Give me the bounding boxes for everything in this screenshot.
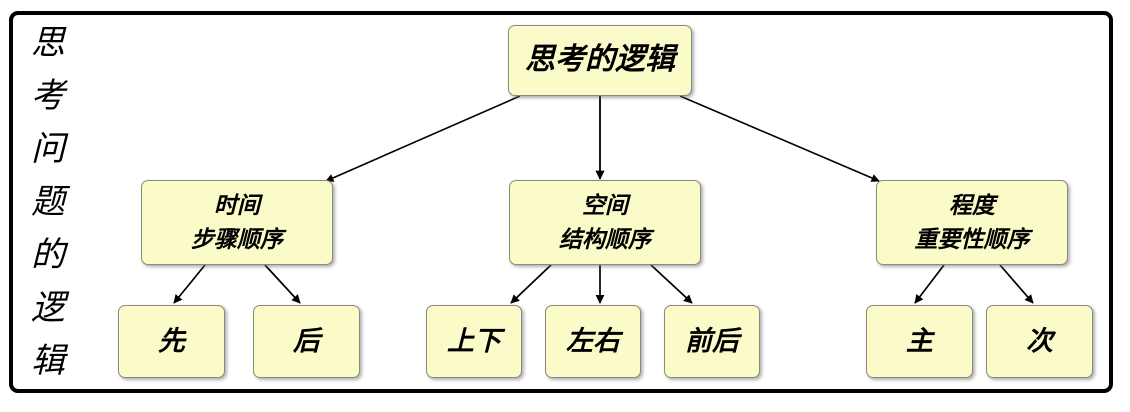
vertical-title-label: 思 考 问 题 的 逻 辑 bbox=[22, 26, 74, 378]
node-time-label-2: 步骤顺序 bbox=[191, 226, 283, 253]
node-leaf-xian-label: 先 bbox=[158, 325, 185, 357]
diagram-outer-frame bbox=[9, 11, 1113, 393]
node-time-label-1: 时间 bbox=[214, 192, 260, 220]
vertical-title-char-5: 的 bbox=[31, 235, 65, 275]
node-leaf-zuoyou-label: 左右 bbox=[566, 325, 620, 357]
node-leaf-hou[interactable]: 后 bbox=[253, 305, 360, 378]
node-leaf-shangxia-label: 上下 bbox=[447, 325, 501, 357]
node-leaf-xian[interactable]: 先 bbox=[118, 305, 225, 378]
vertical-title-char-1: 思 bbox=[31, 23, 65, 63]
node-degree[interactable]: 程度 重要性顺序 bbox=[876, 180, 1068, 265]
node-root[interactable]: 思考的逻辑 bbox=[508, 25, 692, 96]
vertical-title-char-7: 辑 bbox=[31, 341, 65, 381]
node-leaf-shangxia[interactable]: 上下 bbox=[426, 305, 522, 378]
node-leaf-hou-label: 后 bbox=[293, 325, 320, 357]
node-space-label-2: 结构顺序 bbox=[559, 226, 651, 253]
node-leaf-zuoyou[interactable]: 左右 bbox=[545, 305, 641, 378]
node-degree-label-1: 程度 bbox=[949, 192, 995, 220]
node-leaf-zhu[interactable]: 主 bbox=[866, 305, 973, 378]
node-leaf-qianhou[interactable]: 前后 bbox=[664, 305, 760, 378]
node-leaf-qianhou-label: 前后 bbox=[685, 325, 739, 357]
node-space[interactable]: 空间 结构顺序 bbox=[509, 180, 701, 265]
vertical-title-char-3: 问 bbox=[31, 129, 65, 169]
vertical-title-char-4: 题 bbox=[31, 182, 65, 222]
node-leaf-zhu-label: 主 bbox=[906, 325, 933, 357]
node-degree-label-2: 重要性顺序 bbox=[914, 226, 1030, 253]
node-space-label-1: 空间 bbox=[582, 192, 628, 220]
vertical-title-char-6: 逻 bbox=[31, 288, 65, 328]
node-leaf-ci[interactable]: 次 bbox=[986, 305, 1093, 378]
vertical-title-char-2: 考 bbox=[31, 76, 65, 116]
node-leaf-ci-label: 次 bbox=[1026, 325, 1053, 357]
node-time[interactable]: 时间 步骤顺序 bbox=[141, 180, 333, 265]
node-root-label: 思考的逻辑 bbox=[525, 42, 675, 78]
